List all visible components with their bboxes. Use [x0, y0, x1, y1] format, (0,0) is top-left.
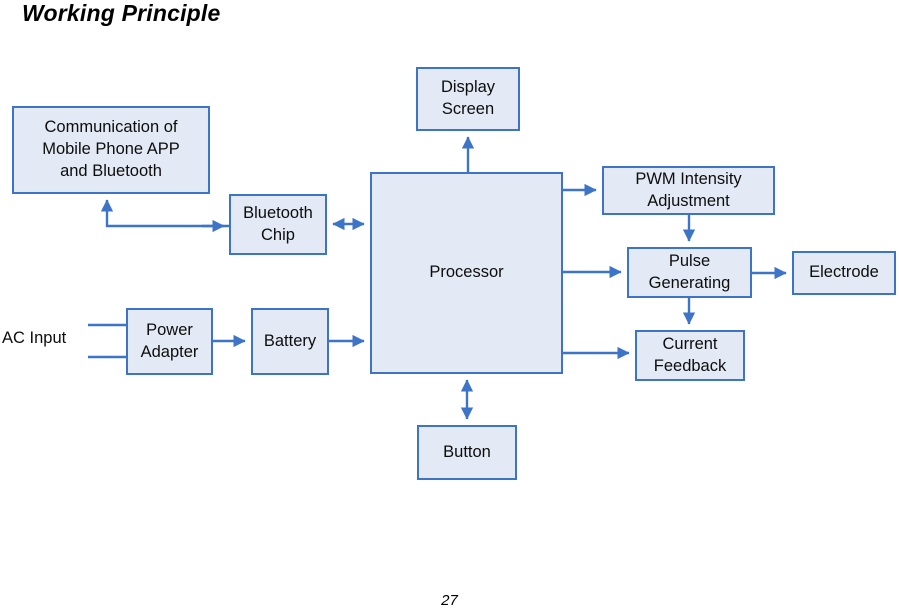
node-pwm-intensity-adjustment[interactable]: PWM Intensity Adjustment — [602, 166, 775, 215]
node-current-feedback[interactable]: Current Feedback — [635, 330, 745, 381]
node-current-feedback-label: Current Feedback — [653, 334, 727, 375]
node-pwm-intensity-adjustment-label: PWM Intensity Adjustment — [635, 169, 742, 210]
node-pulse-generating-label: Pulse Generating — [648, 251, 731, 292]
node-power-adapter[interactable]: Power Adapter — [126, 308, 213, 375]
node-battery[interactable]: Battery — [251, 308, 329, 375]
node-bluetooth-chip-label: Bluetooth Chip — [243, 203, 313, 244]
node-processor-label: Processor — [429, 263, 504, 282]
node-electrode-label: Electrode — [809, 263, 879, 282]
node-battery-label: Battery — [263, 331, 317, 350]
node-button[interactable]: Button — [417, 425, 517, 480]
node-pulse-generating[interactable]: Pulse Generating — [627, 247, 752, 298]
node-communication[interactable]: Communication of Mobile Phone APP and Bl… — [12, 106, 210, 194]
node-processor[interactable]: Processor — [370, 172, 563, 374]
page-title: Working Principle — [22, 0, 221, 26]
node-electrode[interactable]: Electrode — [792, 251, 896, 295]
node-display-screen[interactable]: Display Screen — [416, 67, 520, 131]
node-communication-label: Communication of Mobile Phone APP and Bl… — [42, 118, 180, 180]
label-ac-input: AC Input — [2, 329, 67, 347]
node-display-screen-label: Display Screen — [440, 78, 496, 118]
node-bluetooth-chip[interactable]: Bluetooth Chip — [229, 194, 327, 255]
node-power-adapter-label: Power Adapter — [140, 320, 199, 361]
page-number: 27 — [441, 592, 458, 609]
node-button-label: Button — [443, 442, 491, 461]
wire-bluetooth-communication — [100, 199, 229, 228]
